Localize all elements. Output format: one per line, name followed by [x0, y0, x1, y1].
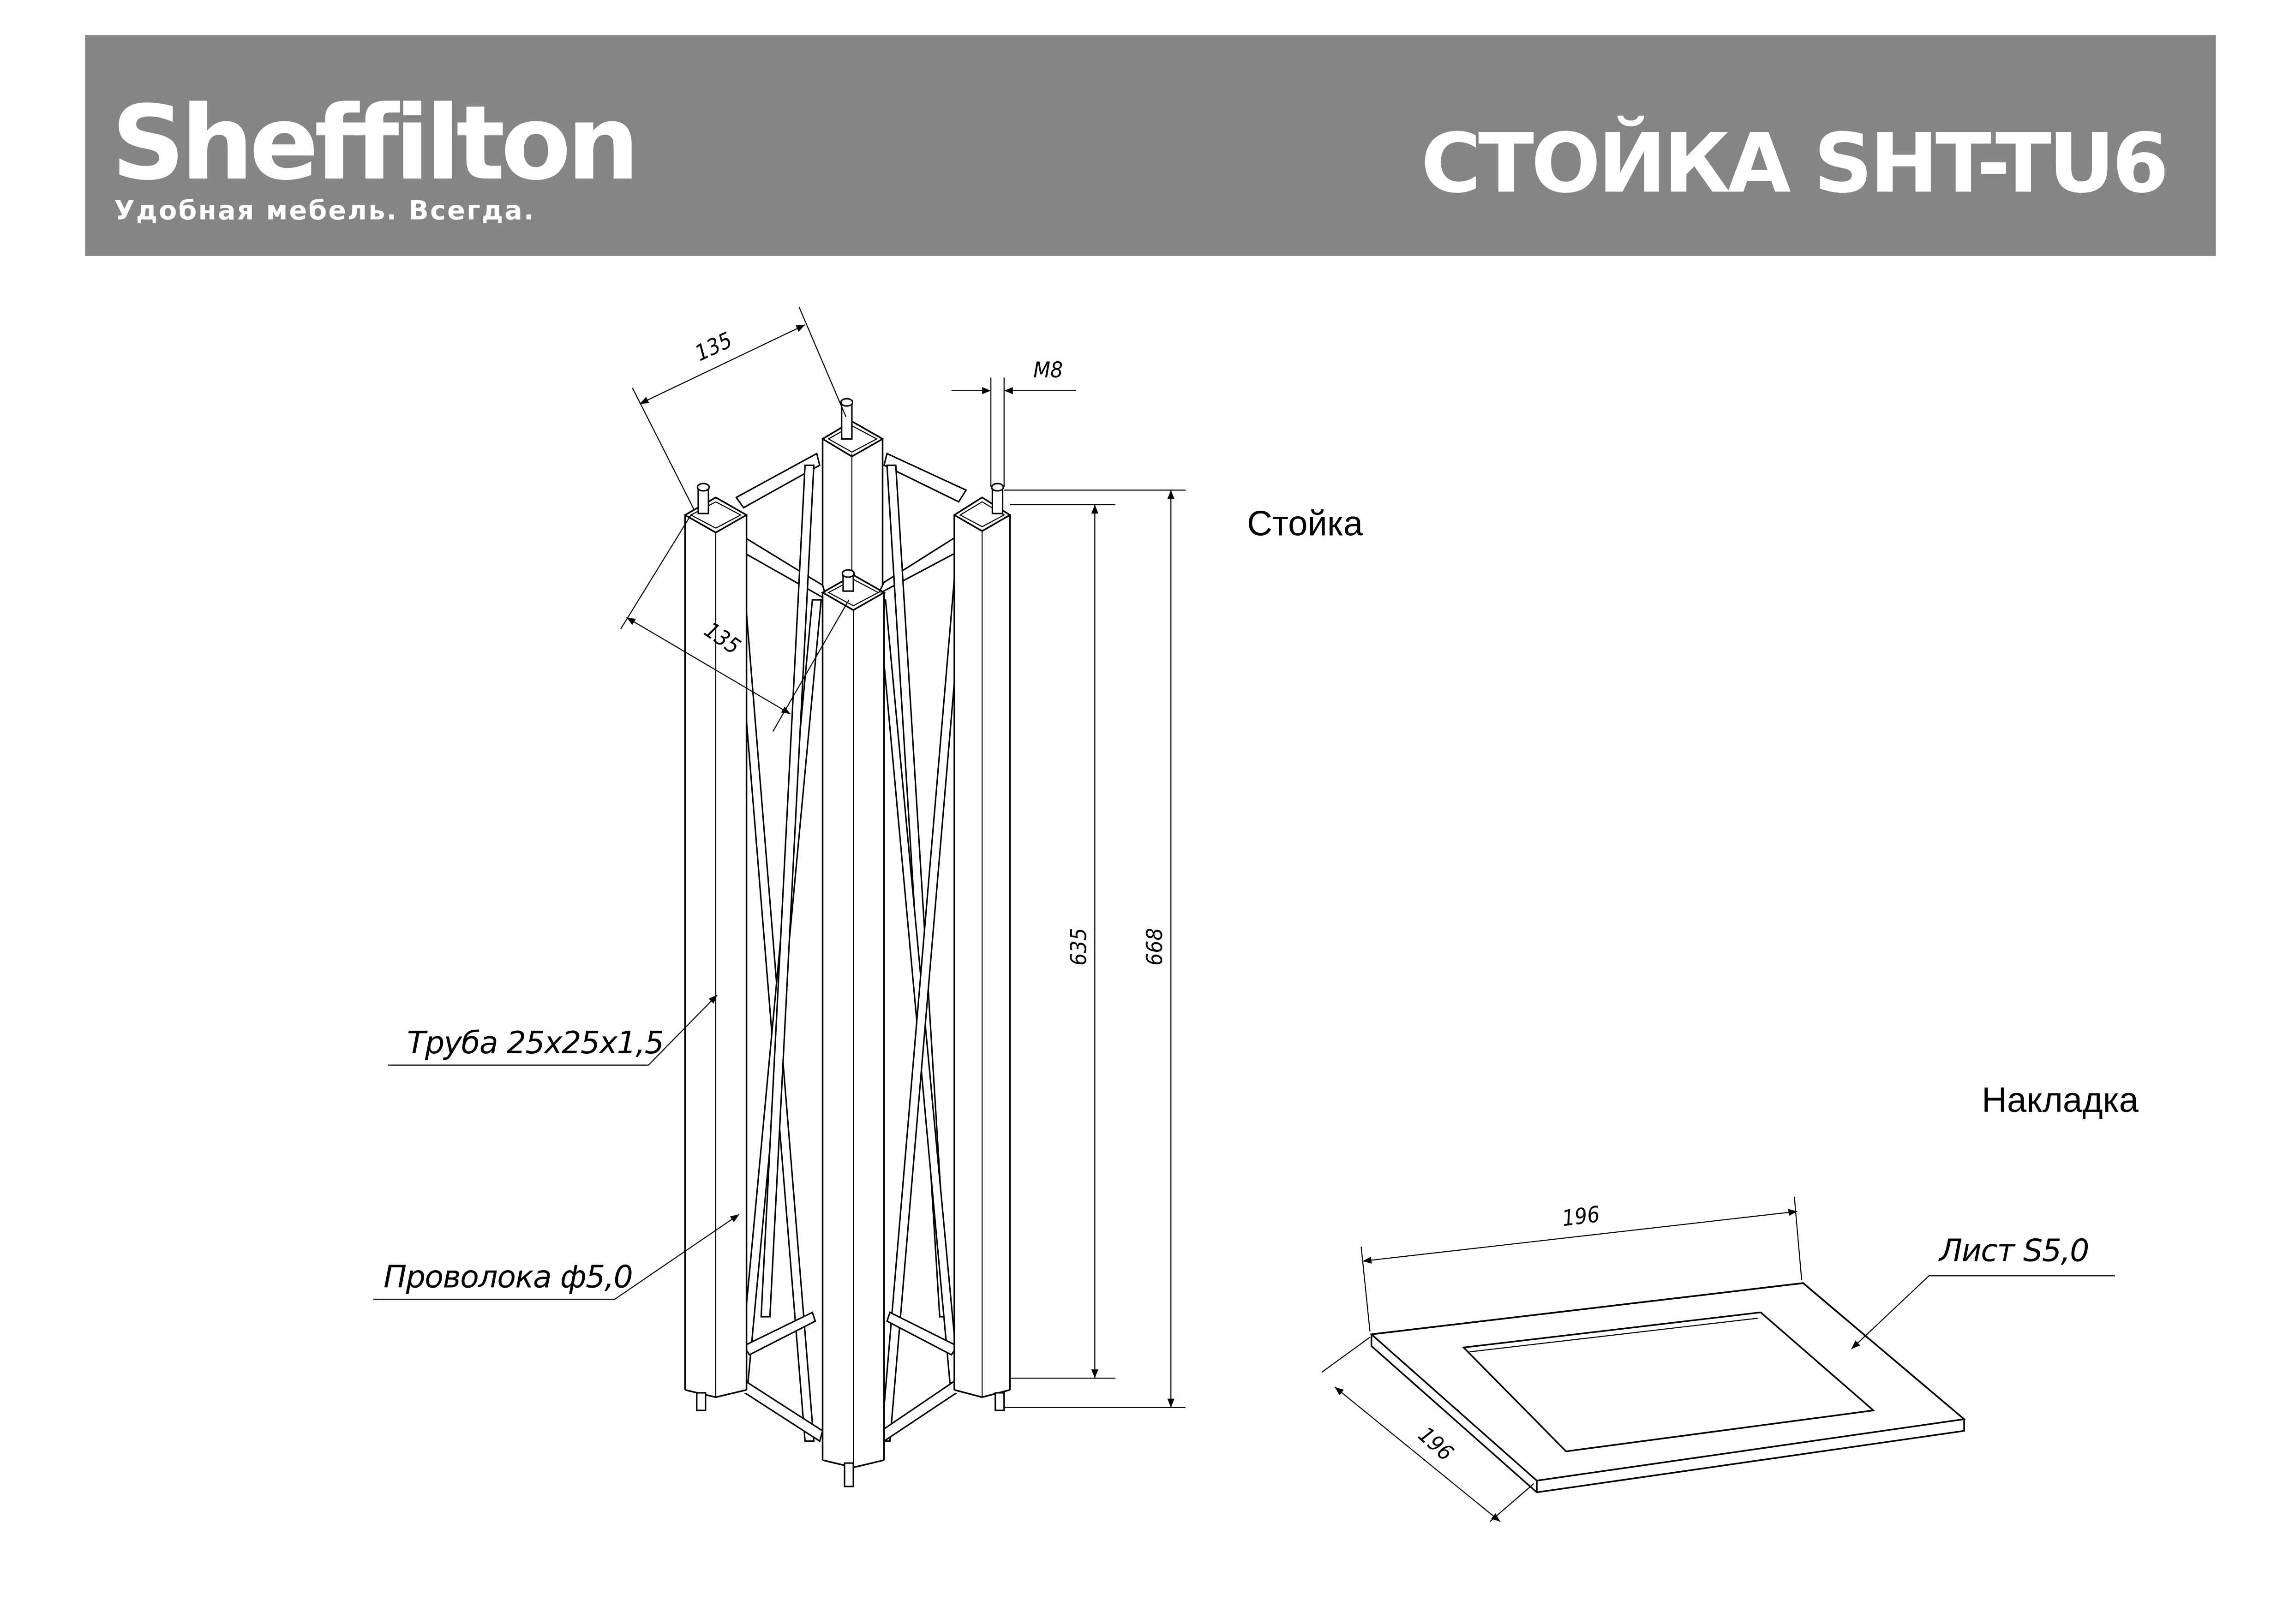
- sheet-title: СТОЙКА SHT-TU6: [1421, 115, 2166, 211]
- cross-wires: [731, 464, 967, 1442]
- stand-view: 135 135 M8 635 668: [373, 307, 1186, 1487]
- dimension-value: M8: [1033, 358, 1063, 383]
- stand-view-label: Стойка: [1247, 504, 1363, 543]
- callout-wire: Проволока ф5,0: [373, 1214, 740, 1300]
- dimension-height-total: 668: [1004, 490, 1186, 1408]
- bottom-wire-frame: [728, 1311, 973, 1443]
- dimension-height-tube: 635: [1010, 504, 1115, 1379]
- plate-cutout: [1462, 1311, 1876, 1452]
- dimension-value: 635: [1066, 928, 1091, 966]
- header-banner: Sheffilton Удобная мебель. Всегда. СТОЙК…: [85, 35, 2216, 256]
- callout-text: Труба 25х25х1,5: [407, 1025, 664, 1061]
- plate-view: 196 196 Лист S5,0: [1321, 1196, 2115, 1522]
- dimension-value: 196: [1561, 1202, 1601, 1232]
- dimension-value: 196: [1413, 1422, 1458, 1466]
- tube-right: [953, 483, 1012, 1411]
- threaded-rod: [841, 401, 853, 440]
- dimension-plate-length: 196: [1360, 1196, 1803, 1331]
- dimension-plate-width: 196: [1321, 1337, 1534, 1522]
- callout-text: Проволока ф5,0: [383, 1259, 632, 1295]
- callout-text: Лист S5,0: [1938, 1233, 2089, 1269]
- header-background: [85, 35, 2216, 256]
- tube-back: [821, 398, 885, 585]
- plate-view-label: Накладка: [1982, 1081, 2139, 1120]
- callout-tube: Труба 25х25х1,5: [388, 994, 718, 1066]
- brand-logo: Sheffilton: [111, 84, 635, 203]
- tube-front: [821, 569, 886, 1487]
- brand-tagline: Удобная мебель. Всегда.: [114, 196, 535, 226]
- dimension-thread: M8: [951, 358, 1076, 487]
- dimension-width-top: 135: [632, 307, 847, 510]
- callout-sheet: Лист S5,0: [1851, 1233, 2115, 1349]
- dimension-value: 668: [1142, 928, 1168, 966]
